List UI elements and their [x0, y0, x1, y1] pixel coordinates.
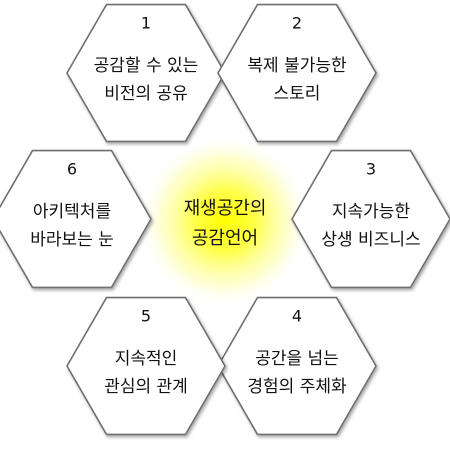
hexagon-label-line-1: 지속가능한	[332, 202, 411, 222]
hexagon-label-line-2: 스토리	[274, 84, 321, 104]
hexagon-label-line-1: 공감할 수 있는	[94, 56, 199, 76]
hexagon-shape	[66, 296, 226, 436]
hexagon-number: 4	[292, 307, 302, 326]
hexagon-label-line-1: 공간을 넘는	[255, 349, 339, 369]
hexagon-number: 3	[366, 160, 376, 179]
hexagon-label-line-2: 경험의 주체화	[247, 377, 347, 397]
hexagon-label-line-1: 아키텍처를	[33, 202, 111, 222]
center-glow	[139, 135, 311, 307]
center-hexagon: 재생공간의 공감언어	[139, 135, 311, 307]
hexagon-number: 1	[141, 14, 151, 33]
center-label-line-1: 재생공간의	[184, 198, 267, 219]
hexagon-label-line-2: 관심의 관계	[104, 377, 188, 397]
hexagon-shape	[217, 296, 377, 436]
hexagon-label-line-1: 복제 불가능한	[247, 56, 347, 76]
hexagon-label-line-1: 지속적인	[115, 349, 178, 369]
hexagon-label-line-2: 비전의 공유	[104, 84, 188, 104]
center-label-line-2: 공감언어	[192, 228, 258, 249]
hexagon-shape	[217, 3, 377, 143]
hexagon-label-line-2: 상생 비즈니스	[321, 230, 420, 250]
hexagon-label-line-2: 바라보는 눈	[30, 230, 114, 250]
hexagon-shape	[291, 149, 450, 289]
hexagon-number: 6	[67, 160, 77, 179]
hexagon-number: 2	[292, 14, 302, 33]
hexagon-number: 5	[141, 307, 151, 326]
hexagon-shape	[0, 149, 152, 289]
